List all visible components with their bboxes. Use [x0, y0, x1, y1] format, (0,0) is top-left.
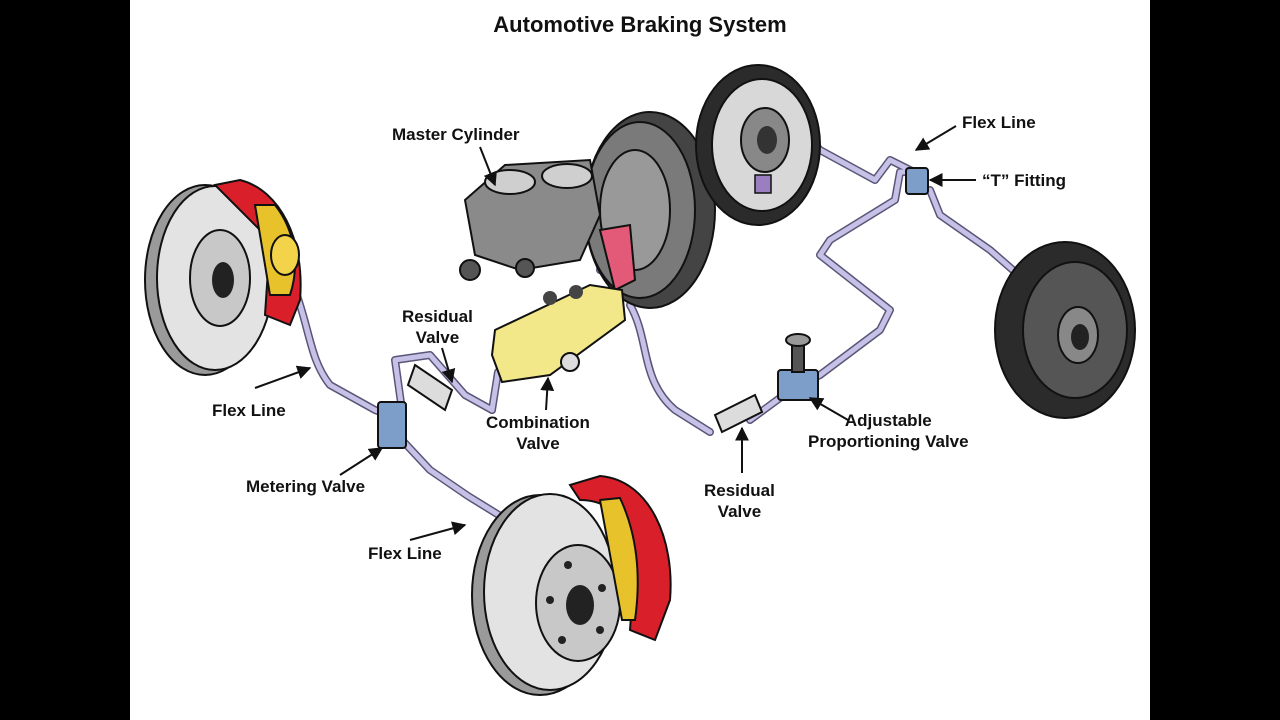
label-flex-line-left: Flex Line	[212, 401, 286, 420]
label-t-fitting: “T” Fitting	[982, 171, 1067, 190]
label-adjustable-proportioning-valve: Adjustable Proportioning Valve	[808, 410, 969, 452]
label-metering-valve: Metering Valve	[246, 477, 366, 496]
label-line: Valve	[415, 328, 460, 347]
label-flex-line-bottom: Flex Line	[368, 544, 442, 563]
brake-booster	[584, 111, 716, 309]
front-left-disc-brake	[144, 178, 302, 376]
label-line: Valve	[516, 434, 560, 453]
proportioning-valve-shape	[777, 333, 819, 401]
label-line: Proportioning Valve	[808, 432, 969, 451]
label-flex-line-right: Flex Line	[962, 113, 1036, 132]
label-residual-valve-rear: Residual Valve	[704, 480, 775, 522]
master-cylinder	[459, 158, 637, 292]
residual-valve-rear-shape	[713, 393, 764, 434]
t-fitting-shape	[905, 167, 929, 195]
label-line: Residual	[402, 307, 473, 326]
front-right-disc-brake	[471, 474, 672, 696]
label-line: Adjustable	[844, 411, 932, 430]
label-combination-valve: Combination Valve	[486, 412, 590, 454]
metering-valve-shape	[377, 401, 407, 449]
label-line: Valve	[717, 502, 762, 521]
combination-valve	[490, 283, 627, 384]
rear-right-drum-brake	[994, 241, 1136, 419]
residual-valve-front-shape	[406, 363, 454, 412]
diagram-canvas: Automotive Braking System	[130, 0, 1150, 720]
label-master-cylinder: Master Cylinder	[392, 125, 520, 144]
label-pointers	[254, 125, 976, 541]
diagram-title: Automotive Braking System	[493, 12, 787, 37]
braking-system-illustration	[144, 64, 1136, 696]
label-line: Residual	[704, 481, 775, 500]
rear-left-drum-brake	[695, 64, 821, 226]
label-residual-valve-front: Residual Valve	[402, 306, 473, 348]
label-line: Combination	[486, 413, 590, 432]
